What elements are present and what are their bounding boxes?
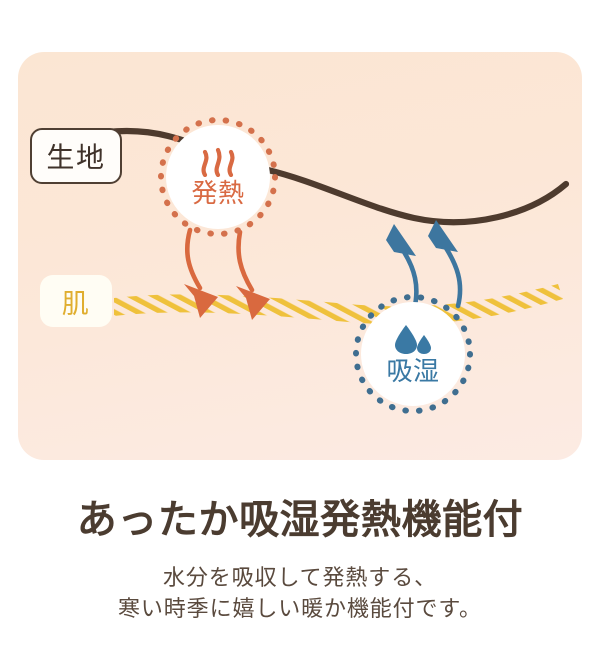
heat-arrow-2 [236,229,255,293]
water-drop-icon [390,323,436,355]
page-headline: あったか吸湿発熱機能付 [76,497,524,543]
heat-badge-ring [158,117,278,237]
skin-band [114,284,563,325]
heat-arrow-1 [185,227,203,291]
label-fabric-text: 生地 [46,141,106,174]
heat-arrow-group [184,227,270,320]
badge-heat-label: 発熱 [191,179,245,209]
moisture-arrow-group [386,220,463,313]
heat-arrow-1-head [184,284,218,318]
badge-heat: 発熱 [166,125,270,229]
label-skin-text: 肌 [61,288,91,320]
page-subcopy: 水分を吸収して発熱する、 寒い時季に嬉しい暖か機能付です。 [0,563,600,625]
moisture-arrow-2-head [428,220,458,252]
badge-moisture: 吸湿 [361,302,465,406]
moisture-arrow-1-head [386,224,416,256]
badge-moisture-label: 吸湿 [386,357,440,387]
moisture-badge-ring [353,294,473,414]
moisture-arrow-2 [443,245,463,309]
label-fabric: 生地 [30,128,122,184]
label-skin: 肌 [40,275,112,327]
fabric-line [44,127,570,226]
subcopy-line-2: 寒い時季に嬉しい暖か機能付です。 [118,597,482,623]
subcopy-line-1: 水分を吸収して発熱する、 [163,566,437,591]
heat-waves-icon [196,147,240,178]
diagram-illustration [44,117,570,414]
illustration-card: 生地 肌 発熱 吸湿 [18,52,582,460]
heat-arrow-2-head [236,286,270,320]
